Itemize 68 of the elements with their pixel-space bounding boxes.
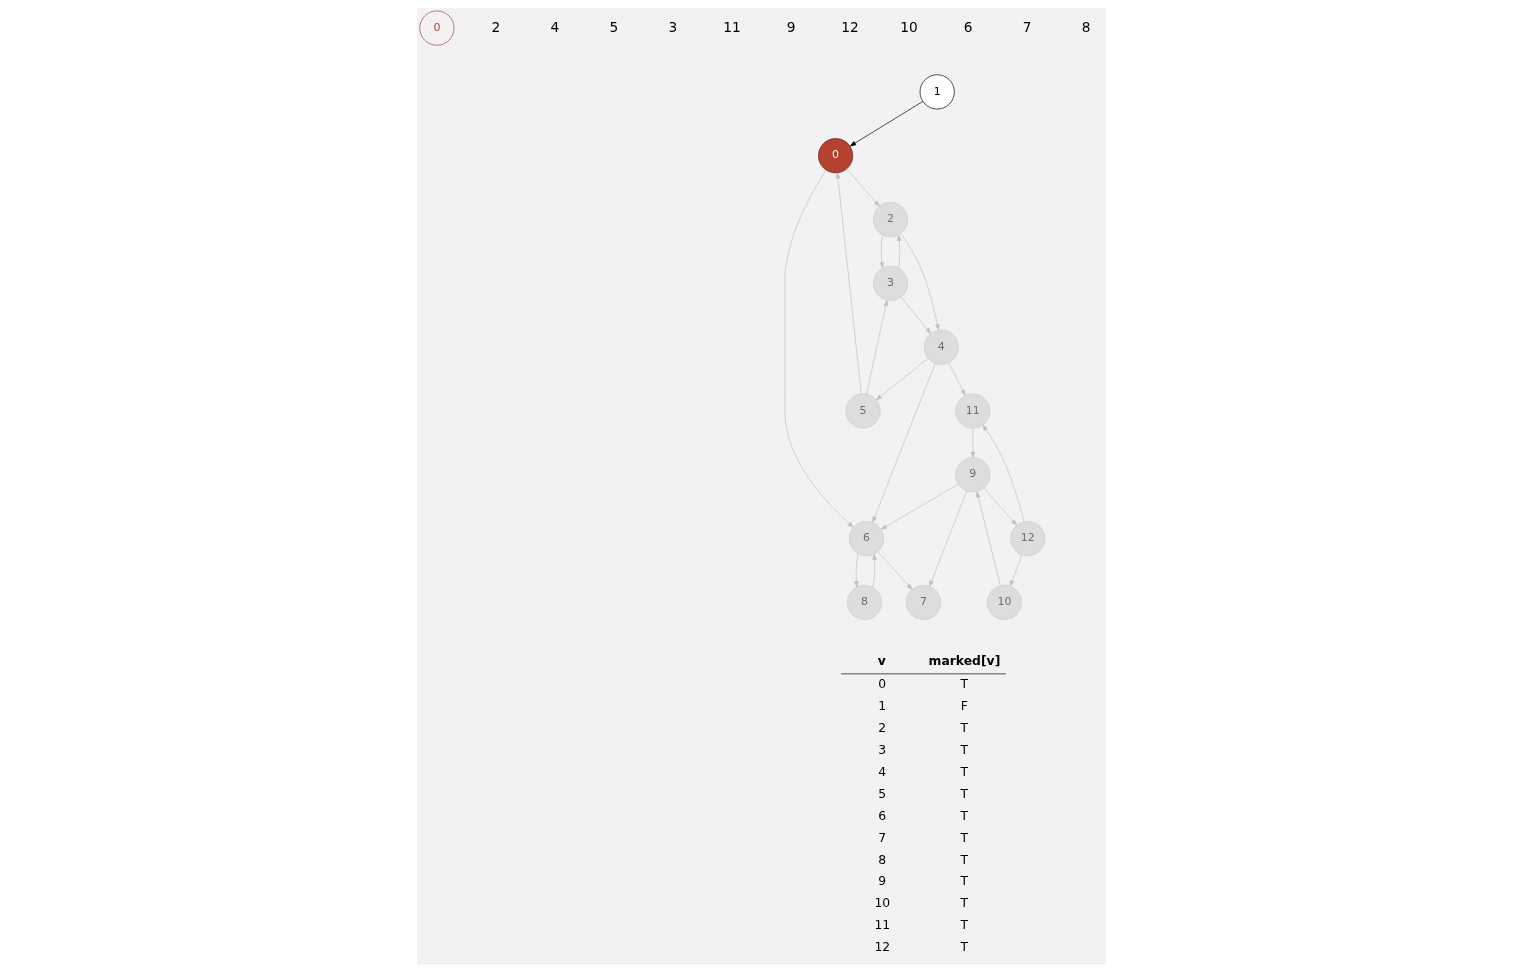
label: 9	[877, 874, 886, 889]
arrow	[947, 362, 966, 396]
label: 7	[877, 830, 886, 845]
arrow	[849, 101, 923, 147]
node-circle: 0	[817, 138, 853, 174]
node-circle: 3	[872, 265, 908, 301]
arrow	[853, 553, 859, 588]
arrow	[975, 491, 1001, 586]
node-circle: 9	[954, 457, 990, 493]
label: 4	[550, 18, 559, 35]
arrow	[1009, 554, 1022, 587]
node-circle: 1	[919, 74, 955, 110]
label: T	[960, 676, 968, 691]
label: 8	[877, 852, 886, 867]
label: 5	[877, 786, 886, 801]
label: T	[960, 918, 968, 933]
label: 0	[877, 676, 886, 691]
arrow	[879, 234, 884, 269]
label: 3	[877, 742, 886, 757]
arrow	[845, 168, 880, 207]
label: 9	[786, 18, 795, 35]
label: 2	[877, 720, 886, 735]
label: T	[960, 764, 968, 779]
label: T	[960, 720, 968, 735]
node-circle: 8	[846, 584, 882, 620]
label: 12	[873, 940, 890, 955]
arrow	[981, 424, 1024, 523]
arrow	[876, 551, 913, 590]
arrow	[835, 172, 862, 395]
arrow	[871, 553, 877, 588]
node-circle: 10	[986, 584, 1022, 620]
label: 6	[963, 18, 972, 35]
label: 1	[877, 698, 886, 713]
label: 12	[840, 18, 859, 35]
arrow	[928, 490, 967, 587]
arrow	[871, 363, 936, 523]
label: 10	[873, 896, 890, 911]
label: 11	[722, 18, 741, 35]
label: T	[960, 874, 968, 889]
label: T	[960, 940, 968, 955]
arrow	[865, 299, 888, 395]
node-circle: 0	[418, 10, 454, 46]
label: 4	[877, 764, 886, 779]
label: v	[877, 654, 886, 669]
arrow	[896, 234, 901, 269]
label: T	[960, 830, 968, 845]
arrow	[970, 428, 975, 458]
label: 2	[491, 18, 500, 35]
label: 8	[1081, 18, 1090, 35]
label: F	[960, 698, 968, 713]
arrow	[983, 487, 1017, 526]
label: 7	[1022, 18, 1031, 35]
arrow	[875, 358, 929, 401]
label: T	[960, 808, 968, 823]
label: 3	[668, 18, 677, 35]
label: T	[960, 742, 968, 757]
arrow	[784, 169, 854, 528]
label: T	[960, 852, 968, 867]
label: marked[v]	[928, 654, 1000, 669]
label: T	[960, 786, 968, 801]
label: 11	[873, 918, 890, 933]
label: 5	[609, 18, 618, 35]
arrow	[900, 296, 931, 334]
arrow	[880, 483, 959, 530]
arrow	[899, 233, 940, 331]
label: T	[960, 896, 968, 911]
label: 10	[899, 18, 918, 35]
label: 6	[877, 808, 886, 823]
